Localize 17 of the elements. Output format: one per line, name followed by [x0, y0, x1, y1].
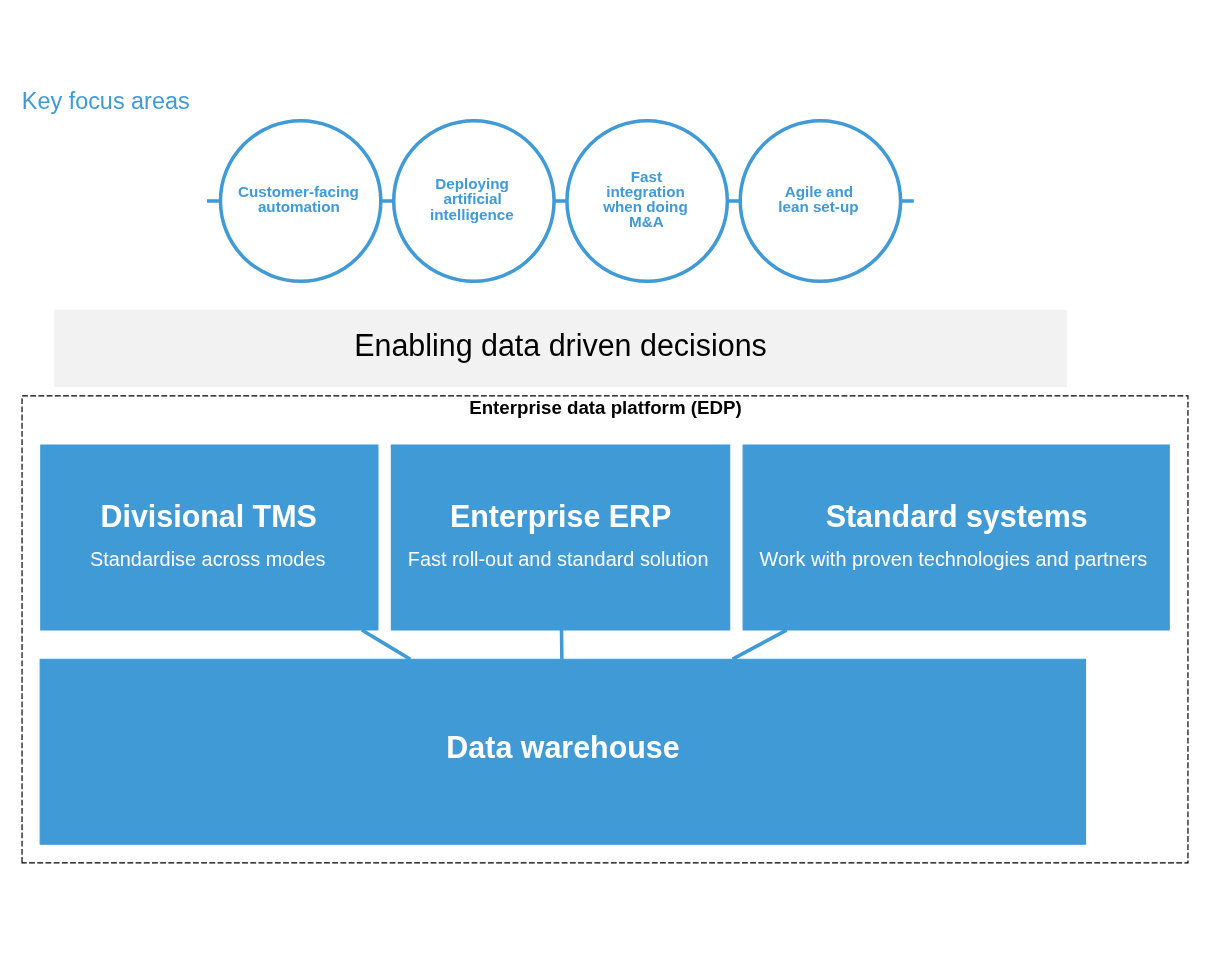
node-box: Enterprise ERP Fast roll-out and standard solution — [390, 443, 731, 631]
node-box: Data warehouse — [39, 658, 1087, 845]
node-circle: Deploying artificial intelligence — [391, 118, 556, 283]
connector — [559, 629, 564, 659]
connector — [554, 198, 567, 203]
diagram-title: Key focus areas — [21, 87, 190, 114]
connector — [360, 628, 412, 661]
connector — [207, 198, 221, 203]
node-circle: Fast integration when doing M&A — [565, 118, 730, 283]
node-box: Standard systems Work with proven technologies and partners — [742, 443, 1170, 631]
node-box: Divisional TMS Standardise across modes — [40, 443, 379, 631]
connector — [900, 198, 914, 203]
node-circle: Customer-facing automation — [218, 118, 383, 283]
connector — [731, 628, 788, 661]
connector — [727, 198, 741, 203]
node-circle: Agile and lean set-up — [738, 118, 903, 283]
connector — [380, 198, 394, 203]
